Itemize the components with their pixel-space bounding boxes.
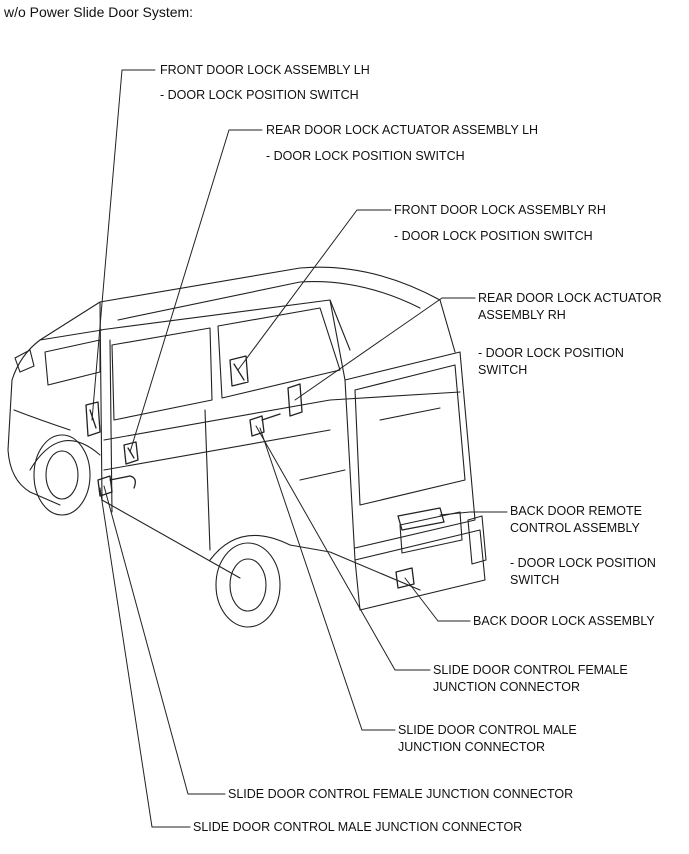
components <box>85 355 445 589</box>
label-slide-male-left: SLIDE DOOR CONTROL MALE JUNCTION CONNECT… <box>193 820 523 834</box>
leader-rear-lh <box>129 129 263 453</box>
label-slide-female-right-1: SLIDE DOOR CONTROL FEMALE <box>433 663 628 677</box>
label-rear-door-lock-actuator-rh-1: REAR DOOR LOCK ACTUATOR <box>478 291 662 305</box>
leader-rear-rh <box>294 297 476 401</box>
label-front-door-lock-rh-sub: - DOOR LOCK POSITION SWITCH <box>394 229 593 243</box>
back-remote-part <box>397 507 445 531</box>
leader-lines <box>91 69 508 828</box>
label-back-door-remote-sub-2: SWITCH <box>510 573 560 587</box>
slide-connectors-right <box>249 413 281 437</box>
label-rear-door-lock-actuator-lh-sub: - DOOR LOCK POSITION SWITCH <box>266 149 465 163</box>
label-slide-male-right-1: SLIDE DOOR CONTROL MALE <box>398 723 577 737</box>
label-back-door-remote-2: CONTROL ASSEMBLY <box>510 521 640 535</box>
label-front-door-lock-lh-sub: - DOOR LOCK POSITION SWITCH <box>160 88 359 102</box>
label-back-door-remote-sub-1: - DOOR LOCK POSITION <box>510 556 656 570</box>
front-rh-lock-part <box>229 355 249 387</box>
leader-slide-male-l <box>99 487 191 828</box>
back-lock-part <box>395 567 415 589</box>
label-front-door-lock-lh: FRONT DOOR LOCK ASSEMBLY LH <box>160 63 370 77</box>
leader-slide-male-r <box>259 427 396 731</box>
leader-back-lock <box>404 577 471 622</box>
leader-slide-female-r <box>255 425 431 671</box>
label-rear-door-lock-actuator-rh-sub-2: SWITCH <box>478 363 528 377</box>
slide-connectors-left <box>97 475 136 497</box>
rear-lh-lock-part <box>123 441 139 465</box>
label-rear-door-lock-actuator-lh: REAR DOOR LOCK ACTUATOR ASSEMBLY LH <box>266 123 539 137</box>
label-back-door-remote-1: BACK DOOR REMOTE <box>510 504 642 518</box>
front-lh-lock-part <box>85 401 101 437</box>
label-slide-male-right-2: JUNCTION CONNECTOR <box>398 740 545 754</box>
leader-front-rh <box>237 209 392 371</box>
label-rear-door-lock-actuator-rh-sub-1: - DOOR LOCK POSITION <box>478 346 624 360</box>
leader-back-remote <box>439 511 508 516</box>
leader-slide-female-l <box>103 485 226 795</box>
rear-rh-lock-part <box>287 383 303 417</box>
label-slide-female-right-2: JUNCTION CONNECTOR <box>433 680 580 694</box>
label-slide-female-left: SLIDE DOOR CONTROL FEMALE JUNCTION CONNE… <box>228 787 574 801</box>
diagram-header: w/o Power Slide Door System: <box>4 4 194 20</box>
label-front-door-lock-rh: FRONT DOOR LOCK ASSEMBLY RH <box>394 203 606 217</box>
label-back-door-lock: BACK DOOR LOCK ASSEMBLY <box>473 614 655 628</box>
van-body <box>7 266 487 628</box>
leader-front-lh <box>91 69 156 421</box>
label-rear-door-lock-actuator-rh-2: ASSEMBLY RH <box>478 308 566 322</box>
